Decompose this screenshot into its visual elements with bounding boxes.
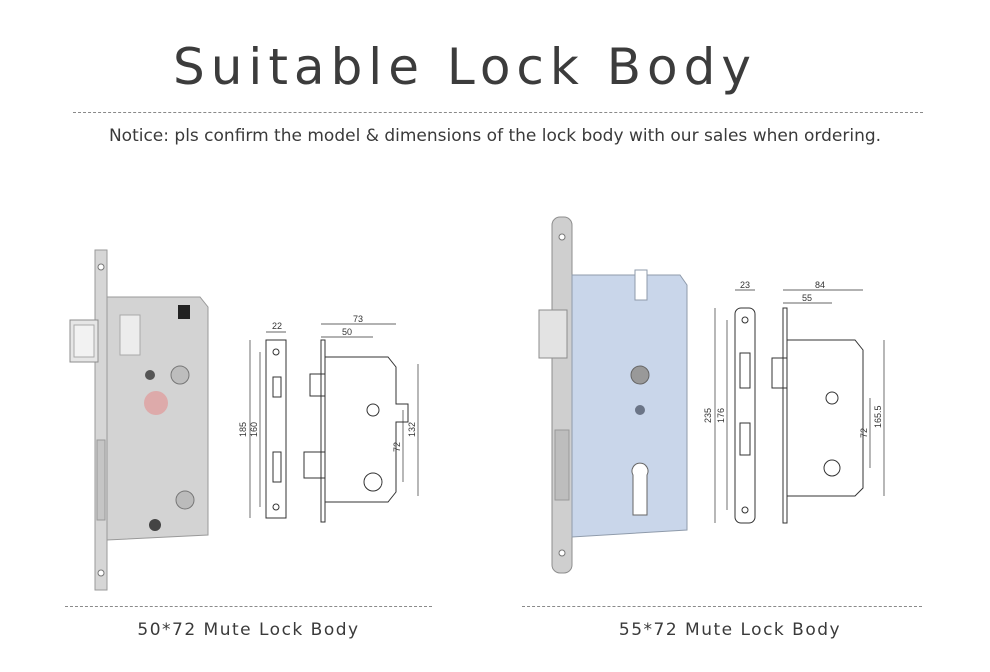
dim-hole-spacing-right: 176: [716, 408, 726, 423]
caption-right: 55*72 Mute Lock Body: [618, 620, 842, 640]
caption-divider-right: [522, 606, 922, 607]
caption-left: 50*72 Mute Lock Body: [137, 620, 360, 640]
dim-centers-right: 72: [859, 428, 869, 438]
lock-body-photo-left: [69, 249, 209, 591]
caption-divider-left: [65, 606, 432, 607]
dim-centers-left: 72: [392, 442, 402, 452]
title-divider: [73, 112, 923, 113]
dim-body-height-right: 165.5: [873, 405, 883, 428]
lock-body-photo-right: [538, 216, 688, 574]
dim-body-height-left: 132: [407, 422, 417, 437]
dim-depth-left: 73: [353, 314, 363, 324]
lock-drawing-left: 22 185 160 73 50 72 132: [238, 314, 419, 523]
dim-backset-right: 55: [802, 293, 812, 303]
dim-faceplate-height-right: 235: [703, 408, 713, 423]
dim-hole-spacing-left: 160: [249, 422, 259, 437]
page-title: Suitable Lock Body: [173, 38, 757, 96]
dim-faceplate-width-right: 23: [740, 280, 750, 290]
dim-depth-right: 84: [815, 280, 825, 290]
dim-faceplate-height-left: 185: [238, 422, 248, 437]
lock-drawing-right: 23 235 176 84 55 72 165.5: [703, 280, 885, 524]
dim-faceplate-width-left: 22: [272, 321, 282, 331]
dim-backset-left: 50: [342, 327, 352, 337]
notice-text: Notice: pls confirm the model & dimensio…: [108, 126, 882, 146]
